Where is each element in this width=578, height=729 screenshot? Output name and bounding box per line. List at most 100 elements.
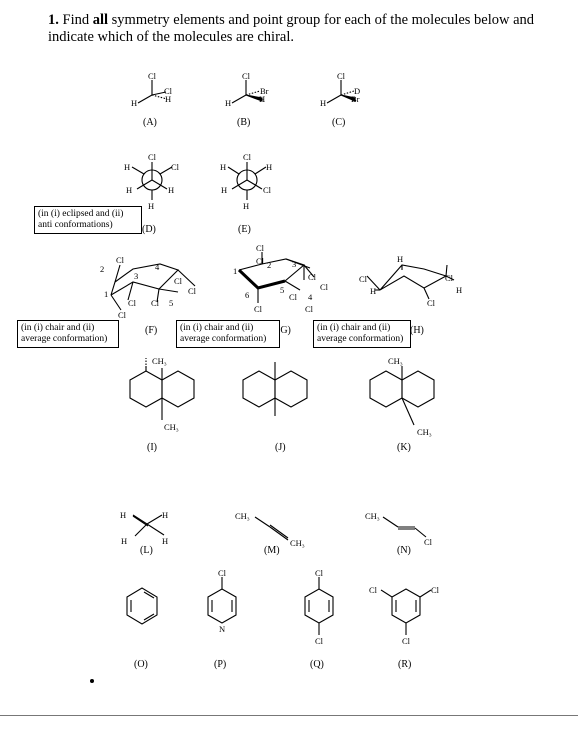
- e-h-upper-left: H: [220, 162, 226, 172]
- molecule-k: [369, 366, 435, 426]
- r-cl-right: Cl: [431, 585, 440, 595]
- molecule-r: [380, 588, 432, 635]
- f-cl-6: Cl: [118, 310, 127, 320]
- g-num-1: 1: [233, 266, 237, 276]
- d-cl-upper-right: Cl: [171, 162, 180, 172]
- bottom-divider: [0, 715, 578, 716]
- molecule-o: [126, 587, 158, 625]
- question-number: 1.: [48, 12, 59, 28]
- g-cl-2: Cl: [256, 256, 265, 266]
- molecule-m: [254, 516, 289, 541]
- label-j: (J): [275, 442, 286, 453]
- label-o: (O): [134, 659, 148, 670]
- h-cl-left: Cl: [359, 274, 368, 284]
- h-h-right: H: [456, 285, 462, 295]
- label-c: (C): [332, 117, 345, 128]
- label-e: (E): [238, 224, 251, 235]
- label-g: (G): [277, 325, 291, 336]
- a-h-right: H: [165, 94, 171, 104]
- note-f-conformations: (in (i) chair and (ii) average conformat…: [17, 320, 119, 348]
- label-f: (F): [145, 325, 157, 336]
- f-cl-4: Cl: [128, 298, 137, 308]
- g-cl-4: Cl: [320, 282, 329, 292]
- g-num-4: 4: [308, 292, 313, 302]
- c-d-right: D: [354, 86, 360, 96]
- l-h-lower-left: H: [121, 536, 127, 546]
- b-h-right: H: [259, 94, 265, 104]
- f-num-2: 2: [100, 264, 104, 274]
- molecule-g: [237, 252, 315, 303]
- f-num-1: 1: [104, 289, 108, 299]
- k-ch3-top: CH₃: [388, 356, 403, 366]
- b-br-right: Br: [260, 86, 269, 96]
- molecule-n: [382, 516, 427, 538]
- note-d-conformations: (in (i) eclipsed and (ii) anti conformat…: [34, 206, 142, 234]
- label-m: (M): [264, 545, 280, 556]
- heading-bold-all: all: [92, 12, 109, 28]
- bullet-dot: [90, 679, 94, 683]
- r-cl-bottom: Cl: [402, 636, 411, 646]
- h-cl-bottom: Cl: [427, 298, 436, 308]
- p-n: N: [219, 624, 225, 634]
- e-h-bottom: H: [243, 201, 249, 211]
- e-h-upper-right: H: [266, 162, 272, 172]
- heading-text-1: Find: [58, 12, 93, 28]
- c-br-right: Br: [351, 94, 360, 104]
- note-g-conformations: (in (i) chair and (ii) average conformat…: [176, 320, 280, 348]
- a-h-left: H: [131, 98, 137, 108]
- g-cl-6: Cl: [305, 304, 314, 314]
- a-cl-top: Cl: [148, 71, 157, 81]
- molecule-b: [231, 80, 263, 104]
- d-h-lower-left: H: [126, 185, 132, 195]
- m-ch3-left: CH₃: [235, 511, 250, 521]
- g-cl-5: Cl: [289, 292, 298, 302]
- h-cl-right: Cl: [445, 273, 454, 283]
- molecule-q: [304, 577, 334, 635]
- heading-text-2: symmetry elements and point group for ea…: [48, 12, 535, 45]
- label-k: (K): [397, 442, 411, 453]
- i-ch3-bottom: CH₃: [164, 422, 179, 432]
- g-num-2: 2: [267, 260, 271, 270]
- label-b: (B): [237, 117, 250, 128]
- e-h-lower-left: H: [221, 185, 227, 195]
- f-cl-2: Cl: [174, 276, 183, 286]
- q-cl-top: Cl: [315, 568, 324, 578]
- g-cl-1: Cl: [256, 243, 265, 253]
- p-cl-top: Cl: [218, 568, 227, 578]
- m-ch3-right: CH₃: [290, 538, 305, 548]
- g-num-3: 3: [292, 259, 296, 269]
- molecule-f: [110, 263, 196, 311]
- g-cl-3: Cl: [308, 272, 317, 282]
- molecule-j: [242, 362, 308, 416]
- c-cl-top: Cl: [337, 71, 346, 81]
- molecule-d: [131, 162, 173, 200]
- n-ch3-left: CH₃: [365, 511, 380, 521]
- l-h-upper-right: H: [162, 510, 168, 520]
- label-r: (R): [398, 659, 411, 670]
- a-cl-right: Cl: [164, 86, 173, 96]
- g-num-6: 6: [245, 290, 249, 300]
- r-cl-left: Cl: [369, 585, 378, 595]
- molecule-a: [137, 80, 168, 104]
- f-num-5: 5: [169, 298, 173, 308]
- h-h-left: H: [370, 286, 376, 296]
- l-h-lower-right: H: [162, 536, 168, 546]
- molecule-c: [326, 80, 356, 104]
- label-p: (P): [214, 659, 226, 670]
- question-heading: 1. Find all symmetry elements and point …: [48, 12, 558, 46]
- b-cl-top: Cl: [242, 71, 251, 81]
- c-h-left: H: [320, 98, 326, 108]
- g-num-5: 5: [280, 285, 284, 295]
- f-cl-3: Cl: [188, 286, 197, 296]
- h-h-top: H: [397, 254, 403, 264]
- d-h-bottom: H: [148, 201, 154, 211]
- label-a: (A): [143, 117, 157, 128]
- label-h: (H): [410, 325, 424, 336]
- g-cl-7: Cl: [254, 304, 263, 314]
- molecule-p: [207, 577, 237, 624]
- label-n: (N): [397, 545, 411, 556]
- d-h-upper-left: H: [124, 162, 130, 172]
- b-h-left: H: [225, 98, 231, 108]
- molecule-e: [227, 162, 267, 200]
